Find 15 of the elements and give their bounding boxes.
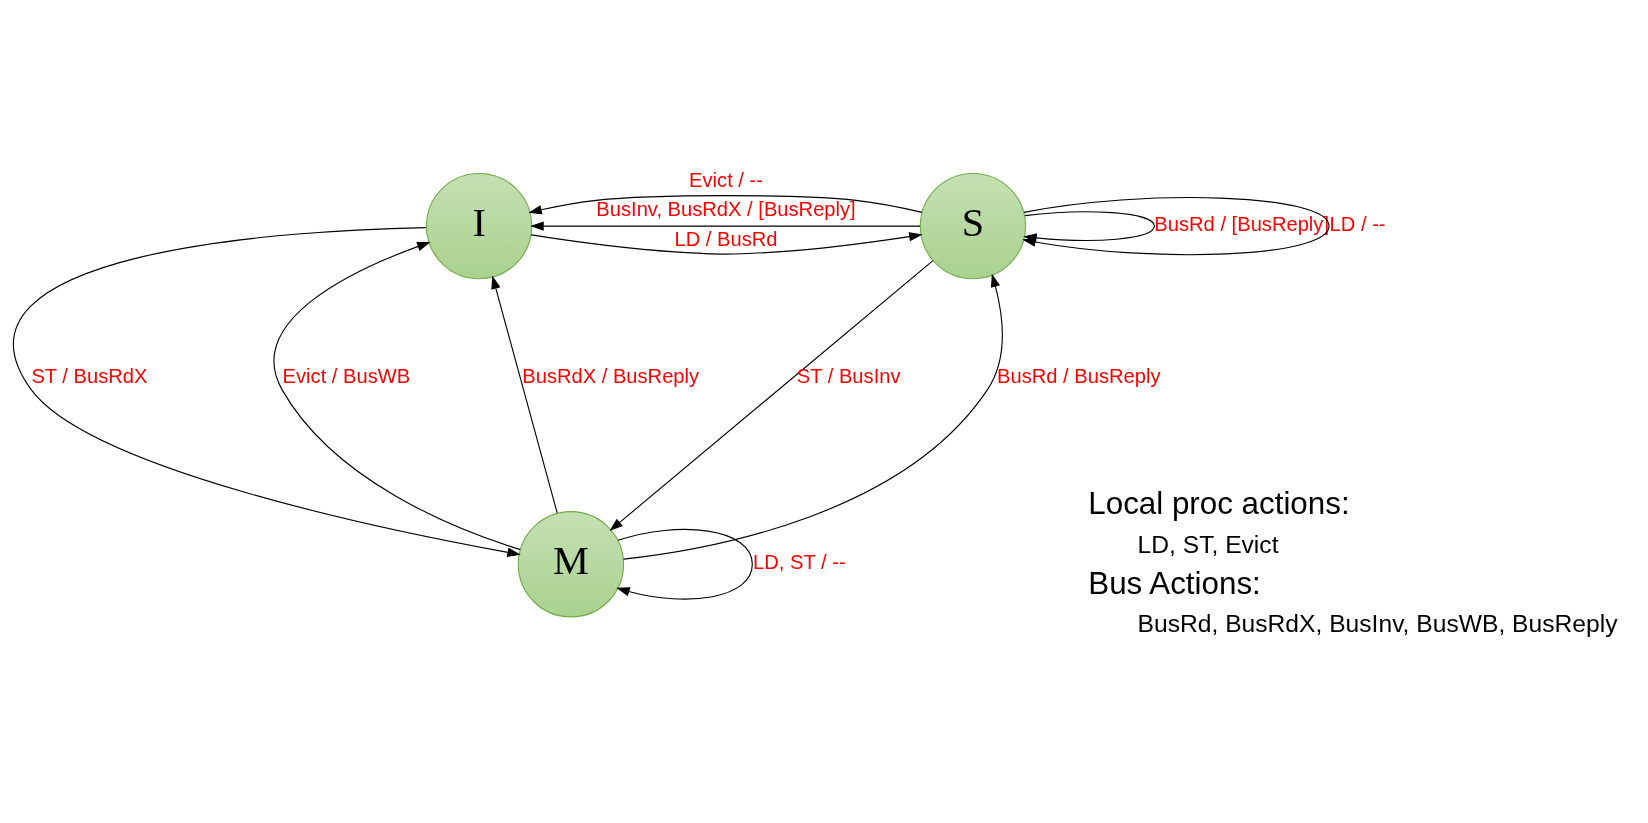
edge-label: Evict / -- (689, 168, 763, 191)
edge-label: BusRd / [BusReply] (1154, 212, 1330, 235)
edge-label: BusInv, BusRdX / [BusReply] (596, 197, 856, 220)
edge-label: BusRdX / BusReply (522, 364, 700, 387)
edge-label: BusRd / BusReply (997, 364, 1161, 387)
label: LD, ST, Evict (1137, 530, 1279, 558)
edge-label: Evict / BusWB (282, 364, 411, 387)
label: Local proc actions: (1088, 485, 1350, 521)
label: BusRd, BusRdX, BusInv, BusWB, BusReply (1137, 609, 1618, 637)
edge-label: LD / -- (1329, 212, 1386, 235)
edge-label: ST / BusInv (796, 364, 901, 387)
edge-label: LD, ST / -- (753, 550, 846, 573)
edge-label: ST / BusRdX (31, 364, 148, 387)
label: Bus Actions: (1088, 565, 1261, 601)
edge-label: LD / BusRd (674, 227, 778, 250)
